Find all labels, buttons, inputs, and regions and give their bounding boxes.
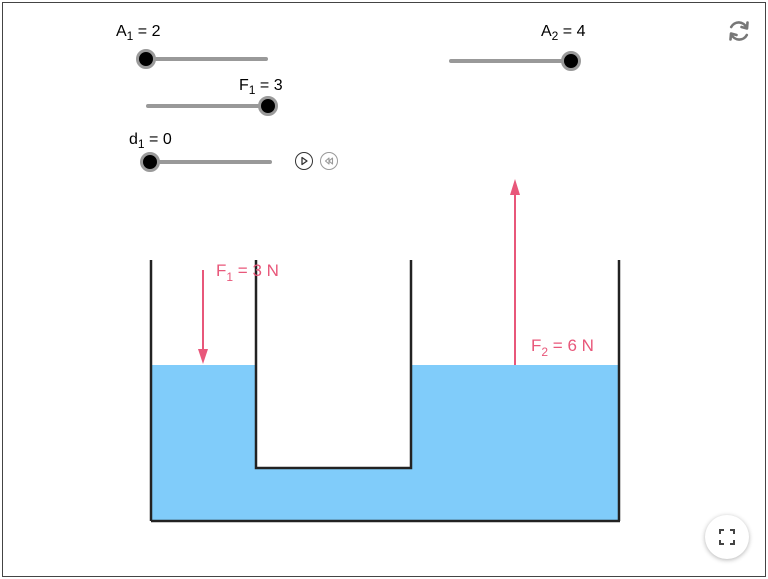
slider-f1-equals: = [255,77,274,94]
slider-f1-track[interactable] [146,104,268,108]
fullscreen-button[interactable] [705,515,749,559]
slider-d1-value: 0 [162,131,172,148]
slider-a2-value: 4 [576,23,586,40]
slider-a1-label: A1 = 2 [116,23,161,43]
fullscreen-icon [719,529,735,545]
force-f2-arrow [510,179,520,365]
slider-a2-track[interactable] [449,59,571,63]
slider-f1-handle[interactable] [258,96,278,116]
slider-d1-handle[interactable] [140,152,160,172]
slider-d1-track[interactable] [150,160,272,164]
rewind-icon [324,157,334,165]
slider-a1-track[interactable] [146,57,268,61]
slider-d1-name: d [129,131,138,148]
water [151,365,619,521]
hydraulic-scene: F1 = 3 N F2 = 6 N [149,179,621,523]
slider-d1-label: d1 = 0 [129,131,172,151]
slider-a2-handle[interactable] [561,51,581,71]
force-f2-label: F2 = 6 N [531,336,594,359]
slider-d1-subscript: 1 [137,137,145,151]
slider-a1-handle[interactable] [136,49,156,69]
slider-a1-name: A [116,23,127,40]
slider-a1-subscript: 1 [126,29,134,43]
force-f2-text: = 6 N [548,336,594,355]
slider-a2-label: A2 = 4 [541,23,586,43]
slider-f1-value: 3 [273,77,283,94]
rewind-button[interactable] [320,152,338,170]
slider-a2-equals: = [558,23,577,40]
play-icon [301,156,308,166]
refresh-icon [729,21,749,41]
slider-a1-equals: = [133,23,152,40]
slider-f1-name: F [239,77,249,94]
force-f1-text: = 3 N [233,261,279,280]
force-f1-name: F [216,261,226,280]
play-button[interactable] [295,152,313,170]
force-f1-label: F1 = 3 N [216,261,279,284]
force-f1-arrow [198,270,208,364]
force-f1-subscript: 1 [226,270,233,284]
force-f2-name: F [531,336,541,355]
slider-d1-equals: = [144,131,163,148]
force-f2-subscript: 2 [541,345,548,359]
inner-u-wall [254,260,413,470]
slider-f1-label: F1 = 3 [239,77,283,97]
reset-button[interactable] [725,17,753,45]
slider-f1-subscript: 1 [248,83,256,97]
slider-a1-value: 2 [151,23,161,40]
slider-a2-subscript: 2 [551,29,559,43]
slider-a2-name: A [541,23,552,40]
